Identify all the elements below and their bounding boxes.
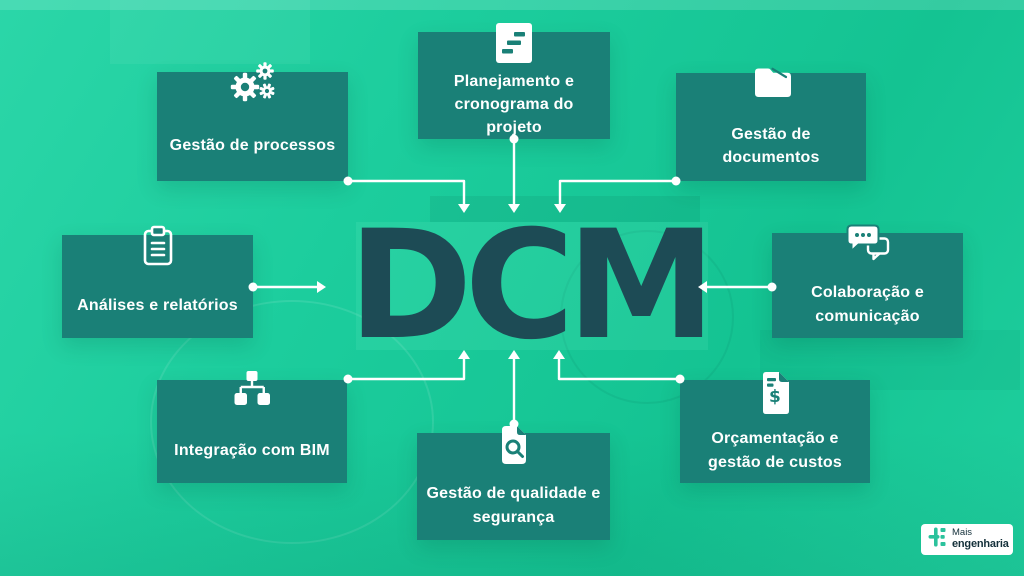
- sitemap-icon: [228, 369, 276, 420]
- gears-icon: [228, 61, 278, 116]
- background-texture: [110, 0, 310, 64]
- node-label: Integração com BIM: [174, 441, 330, 459]
- plus-e-logo-icon: [928, 526, 947, 553]
- logo-text-mais: Mais: [952, 527, 973, 539]
- node-label: Gestão de documentos: [722, 125, 820, 166]
- logo-text-engenharia: engenharia: [952, 537, 1009, 550]
- node-gestao-de-documentos: Gestão de documentos: [676, 67, 866, 181]
- node-qualidade-seguranca: Gestão de qualidade e segurança: [417, 426, 610, 540]
- invoice-icon: $: [756, 369, 794, 424]
- node-label: Orçamentação e gestão de custos: [708, 430, 842, 471]
- node-label: Análises e relatórios: [77, 296, 238, 314]
- node-integracao-bim: Integração com BIM: [157, 371, 347, 483]
- node-analises-relatorios: Análises e relatórios: [62, 225, 253, 338]
- node-label: Planejamento e cronograma do projeto: [453, 72, 575, 137]
- logo-wordmark: Mais engenharia: [952, 528, 1009, 550]
- node-planejamento-cronograma: Planejamento e cronograma do projeto: [418, 23, 610, 139]
- node-label: Colaboração e comunicação: [811, 284, 924, 325]
- document-search-icon: [496, 422, 532, 475]
- center-dcm-block: DCM: [348, 211, 716, 361]
- node-label: Gestão de qualidade e segurança: [426, 485, 601, 526]
- clipboard-icon: [139, 224, 177, 275]
- gantt-chart-icon: [494, 21, 534, 72]
- folder-icon: [748, 62, 794, 109]
- background-texture: [0, 0, 1024, 10]
- node-orcamentacao-custos: $ Orçamentação e gestão de custos: [680, 372, 870, 483]
- node-colaboracao-comunicacao: Colaboração e comunicação: [772, 224, 963, 338]
- node-label: Gestão de processos: [169, 136, 336, 154]
- chat-bubbles-icon: [842, 222, 894, 273]
- svg-text:$: $: [769, 387, 781, 407]
- node-gestao-de-processos: Gestão de processos: [157, 62, 348, 181]
- mais-engenharia-logo: Mais engenharia: [921, 524, 1013, 555]
- dcm-title: DCM: [348, 199, 716, 373]
